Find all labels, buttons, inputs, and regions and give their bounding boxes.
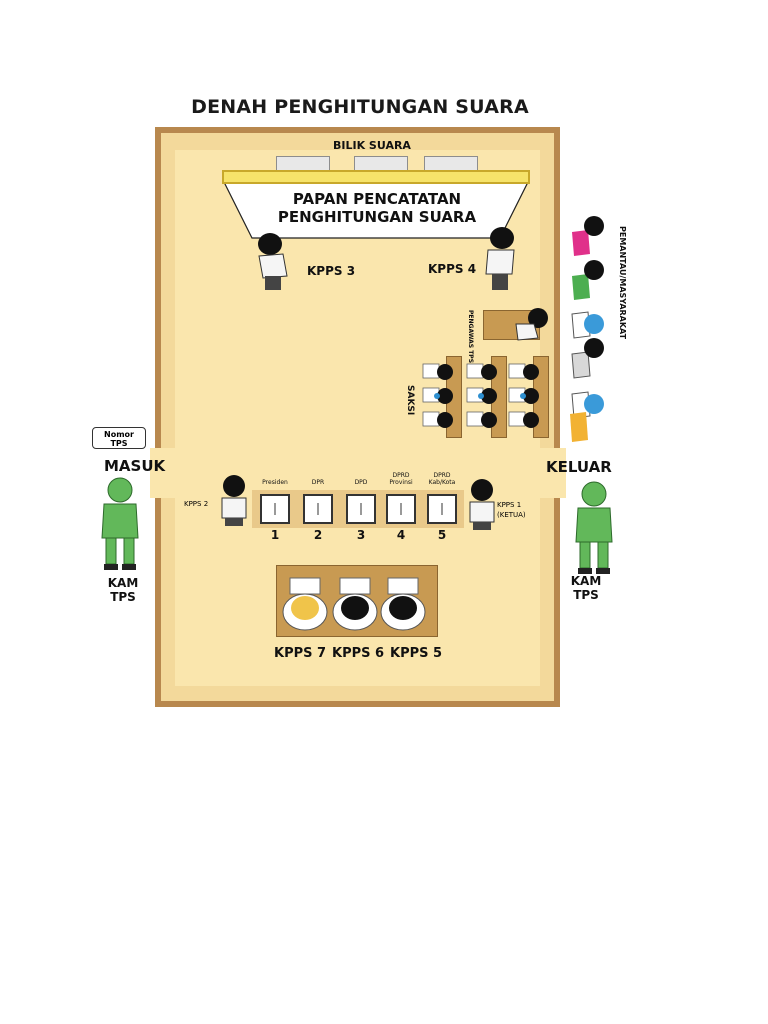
person-pengawas-icon — [515, 308, 548, 341]
board-text-line-2: PENGHITUNGAN SUARA — [277, 208, 477, 226]
ballot-box-4 — [386, 494, 416, 524]
ballot-box-1 — [260, 494, 290, 524]
board-text: PAPAN PENCATATAN PENGHITUNGAN SUARA — [262, 190, 492, 226]
kpps2-label: KPPS 2 — [184, 500, 209, 508]
ballot-box-1-number: 1 — [270, 528, 280, 542]
booth-label: BILIK SUARA — [333, 139, 411, 152]
ballot-box-4-number: 4 — [396, 528, 406, 542]
pemantau-queue-icon — [570, 216, 604, 442]
keluar-label: KELUAR — [546, 458, 612, 476]
person-kpps3-icon — [258, 233, 288, 290]
nomor-tps-sign: Nomor TPS — [92, 427, 146, 449]
person-kpps2-icon — [221, 475, 247, 526]
pemantau-label: PEMANTAU/MASYARAKAT — [618, 226, 627, 340]
nomor-tps-line-1: Nomor — [104, 430, 134, 439]
ballot-box-1-label: Presiden — [262, 479, 288, 486]
kam-right-line-1: KAM — [570, 574, 602, 588]
security-guard-left-icon — [101, 477, 139, 570]
nomor-tps-line-2: TPS — [110, 439, 128, 448]
ballot-box-5 — [427, 494, 457, 524]
saksi-group-icon — [422, 363, 539, 428]
masuk-label: MASUK — [104, 457, 166, 475]
ballot-box-5-label: DPRD Kab/Kota — [428, 472, 456, 486]
kam-tps-left-label: KAM TPS — [103, 576, 143, 604]
kam-tps-right-label: KAM TPS — [566, 574, 606, 602]
kpps1-line-1: KPPS 1 — [497, 501, 522, 509]
record-board — [222, 170, 530, 184]
kpps7-label: KPPS 7 — [274, 646, 327, 661]
kpps4-label: KPPS 4 — [428, 262, 477, 276]
board-text-line-1: PAPAN PENCATATAN — [292, 190, 462, 208]
kpps3-label: KPPS 3 — [307, 264, 356, 278]
exit-door — [536, 448, 566, 498]
kpps-bottom-group-icon — [282, 577, 426, 631]
ballot-box-2-number: 2 — [313, 528, 323, 542]
kpps5-label: KPPS 5 — [390, 646, 443, 661]
entrance-door — [150, 448, 182, 498]
kpps1-line-2: (KETUA) — [497, 511, 526, 519]
kam-left-line-1: KAM — [107, 576, 139, 590]
ballot-box-3-number: 3 — [356, 528, 366, 542]
kpps6-label: KPPS 6 — [332, 646, 385, 661]
ballot-box-5-number: 5 — [437, 528, 447, 542]
ballot-box-2 — [303, 494, 333, 524]
ballot-box-4-label: DPRD Provinsi — [389, 472, 413, 486]
kam-left-line-2: TPS — [110, 590, 136, 604]
security-guard-right-icon — [575, 481, 613, 574]
ballot-box-3 — [346, 494, 376, 524]
diagram-title: DENAH PENGHITUNGAN SUARA — [191, 96, 529, 118]
person-kpps4-icon — [485, 227, 515, 290]
ballot-box-3-label: DPD — [354, 479, 368, 486]
pengawas-label: PENGAWAS TPS — [467, 310, 474, 364]
person-kpps1-icon — [469, 479, 495, 530]
kam-right-line-2: TPS — [573, 588, 599, 602]
saksi-label: SAKSI — [405, 385, 415, 416]
ballot-box-2-label: DPR — [311, 479, 325, 486]
kpps1-label: KPPS 1 (KETUA) — [497, 500, 526, 520]
